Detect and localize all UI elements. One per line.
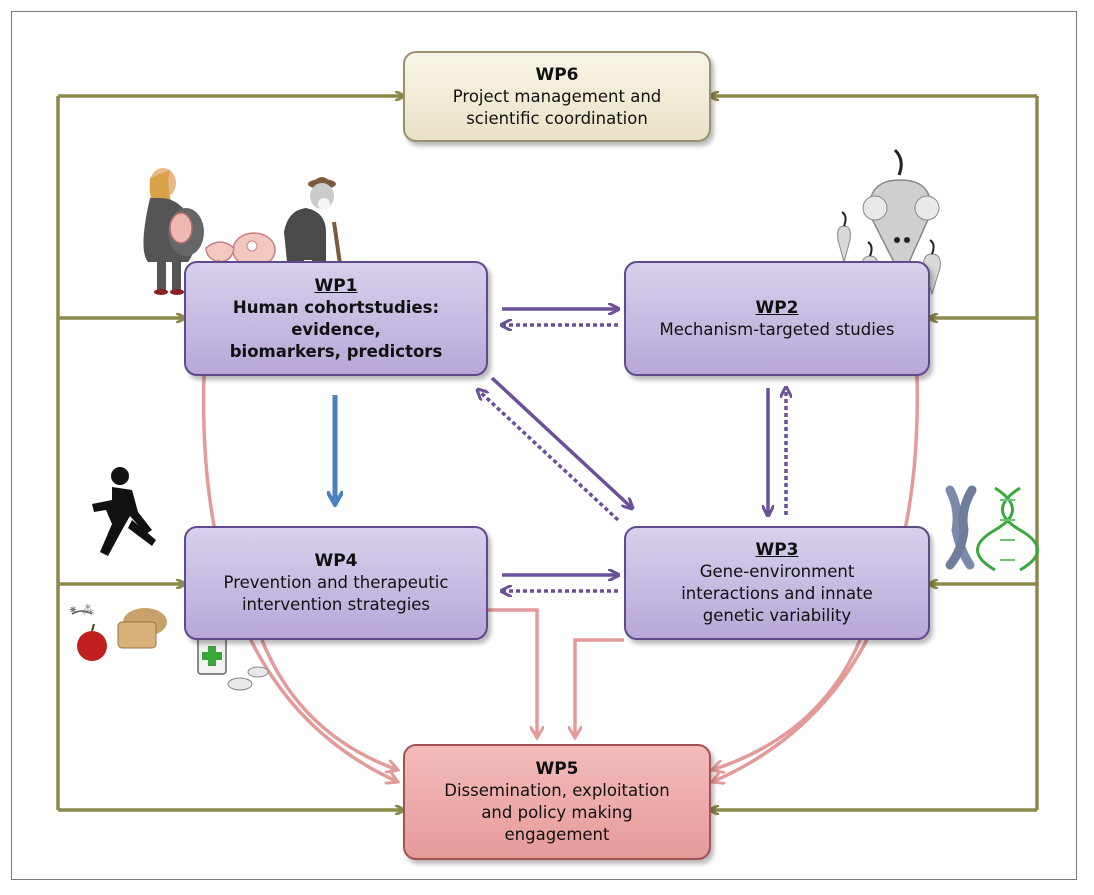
wp6-line1: Project management and <box>452 86 662 106</box>
pregnant-woman-icon <box>143 168 204 295</box>
wp1-line2: biomarkers, predictors <box>229 341 443 361</box>
wp3-line2: interactions and innate <box>681 584 873 603</box>
wp6-box: WP6 Project management and scientific co… <box>403 51 711 142</box>
wp3-box: WP3 Gene-environment interactions and in… <box>624 526 930 640</box>
wp4-box: WP4 Prevention and therapeutic intervent… <box>184 526 488 640</box>
wp1-line1: Human cohortstudies: evidence, <box>232 297 440 339</box>
arrow-wp4-to-wp5 <box>260 639 398 770</box>
wp3-title: WP3 <box>755 540 799 560</box>
wp3-line3: genetic variability <box>702 606 852 625</box>
wp2-title: WP2 <box>755 297 799 318</box>
wp2-line1: Mechanism-targeted studies <box>659 319 895 339</box>
wp1-title: WP1 <box>314 275 358 296</box>
wp4-line2: intervention strategies <box>241 595 431 614</box>
diagram-frame <box>11 11 1077 880</box>
wp6-line2: scientific coordination <box>466 108 648 128</box>
arrow-wp1-to-wp3 <box>490 376 632 508</box>
runner-icon <box>92 467 156 556</box>
wp1-box: WP1 Human cohortstudies: evidence, bioma… <box>184 261 488 376</box>
wp5-line1: Dissemination, exploitation <box>444 781 670 800</box>
wp2-box: WP2 Mechanism-targeted studies <box>624 261 930 376</box>
wp6-title: WP6 <box>535 64 579 85</box>
arrow-wp4-down-to-wp5 <box>487 608 537 738</box>
wp5-box: WP5 Dissemination, exploitation and poli… <box>403 744 711 860</box>
food-icon: ⁕ ⁂ <box>68 603 167 661</box>
purple-arrows <box>478 309 786 591</box>
svg-text:⁕ ⁂: ⁕ ⁂ <box>68 603 94 617</box>
dna-icon <box>945 485 1039 572</box>
wp3-line1: Gene-environment <box>699 562 855 581</box>
arrow-wp3-to-wp5 <box>712 639 862 770</box>
wp5-title: WP5 <box>535 759 579 779</box>
wp4-title: WP4 <box>314 551 358 571</box>
wp5-line3: engagement <box>504 825 610 844</box>
arrow-wp3-to-wp1-dashed <box>478 390 620 522</box>
arrow-wp3-down-to-wp5 <box>575 638 624 738</box>
mouse-icon <box>837 148 941 300</box>
wp4-line1: Prevention and therapeutic <box>223 573 449 592</box>
feedback-loop <box>56 96 1039 810</box>
wp5-line2: and policy making <box>481 803 633 822</box>
